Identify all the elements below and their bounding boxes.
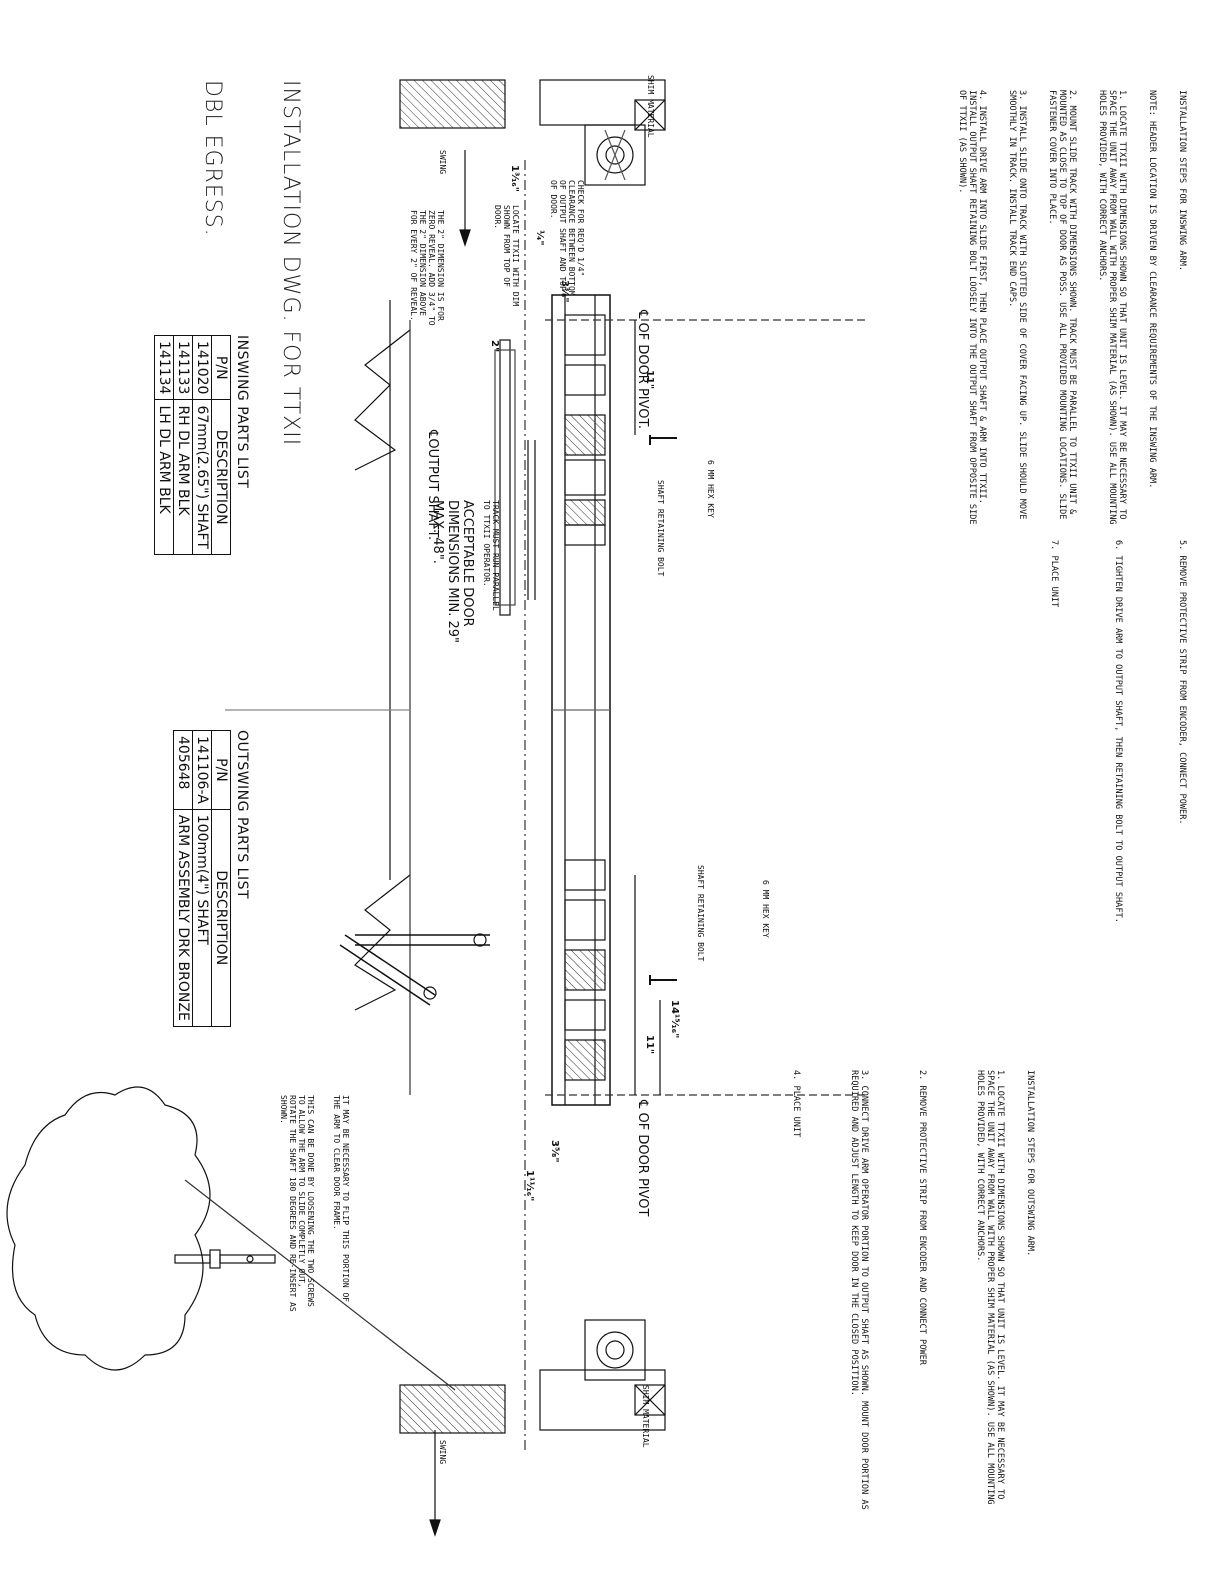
- part-number: 141106-A: [192, 730, 212, 810]
- inswing-notes: INSTALLATION STEPS FOR INSWING ARM. NOTE…: [937, 90, 1207, 530]
- inswing-heading: INSTALLATION STEPS FOR INSWING ARM.: [1177, 90, 1187, 272]
- inswing-note: NOTE: HEADER LOCATION IS DRIVEN BY CLEAR…: [1147, 90, 1157, 489]
- dim-11-a: 11": [644, 370, 655, 390]
- part-number: 405648: [173, 730, 193, 810]
- right-wall: [399, 1384, 506, 1434]
- table-row: 141020 67mm(2.65") SHAFT: [192, 335, 212, 555]
- outswing-heading: INSTALLATION STEPS FOR OUTSWING ARM.: [1025, 1070, 1035, 1257]
- inswing-parts-table: P/N DESCRIPTION 141020 67mm(2.65") SHAFT…: [154, 335, 231, 555]
- cl-door-pivot-right: ℄ OF DOOR PIVOT: [635, 1100, 650, 1217]
- flip-note-2: THIS CAN BE DONE BY LOOSENING THE TWO SC…: [279, 1095, 315, 1312]
- part-description: 100mm(4") SHAFT: [192, 809, 212, 1027]
- cloud-callout: [6, 1086, 211, 1371]
- title-line-1: INSTALLATION DWG. FOR TTXII: [278, 80, 303, 447]
- outswing-parts-list: OUTSWING PARTS LIST P/N DESCRIPTION 1411…: [173, 730, 250, 1027]
- table-header-row: P/N DESCRIPTION: [211, 335, 231, 555]
- inswing-step-1: 1. LOCATE TTXII WITH DIMENSIONS SHOWN SO…: [1097, 90, 1127, 530]
- swing-arrow-right: [429, 1430, 441, 1537]
- slide-track: [494, 339, 516, 616]
- outswing-step-2: 2. REMOVE PROTECTIVE STRIP FROM ENCODER …: [917, 1070, 927, 1365]
- acceptable-door-label: ACCEPTABLE DOOR DIMENSIONS MIN. 29" MAX.…: [430, 500, 475, 643]
- inswing-arm: [527, 440, 536, 600]
- locate-ttxii-label: LOCATE TTXII WITH DIM SHOWN FROM TOP OF …: [493, 205, 520, 307]
- dim-2: 2": [489, 340, 500, 353]
- outswing-step-1: 1. LOCATE TTXII WITH DIMENSIONS SHOWN SO…: [975, 1070, 1005, 1510]
- inswing-parts-title: INSWING PARTS LIST: [234, 335, 250, 489]
- header-pn: P/N: [211, 335, 231, 400]
- part-description: LH DL ARM BLK: [154, 399, 174, 555]
- swing-label-right: SWING: [438, 1440, 447, 1465]
- part-description: ARM ASSEMBLY DRK BRONZE: [173, 809, 193, 1027]
- hex-key-left: [649, 435, 677, 445]
- inswing-step-7: 7. PLACE UNIT: [1049, 540, 1059, 608]
- table-header-row: P/N DESCRIPTION: [211, 730, 231, 1027]
- table-row: 405648 ARM ASSEMBLY DRK BRONZE: [173, 730, 193, 1027]
- hex-key-label-left: 6 MM HEX KEY: [706, 460, 715, 518]
- outswing-parts-table: P/N DESCRIPTION 141106-A 100mm(4") SHAFT…: [173, 730, 231, 1027]
- part-number: 141134: [154, 335, 174, 400]
- swing-label-left: SWING: [438, 150, 447, 175]
- inswing-step-5: 5. REMOVE PROTECTIVE STRIP FROM ENCODER,…: [1177, 540, 1187, 825]
- inswing-step-2: 2. MOUNT SLIDE TRACK WITH DIMENSIONS SHO…: [1047, 90, 1077, 525]
- header-pn: P/N: [211, 730, 231, 810]
- outswing-step-3: 3. CONNECT DRIVE ARM OPERATOR PORTION TO…: [849, 1070, 869, 1515]
- left-motor-unit: [584, 124, 646, 186]
- shim-material-right: SHIM MATERIAL: [641, 1385, 650, 1448]
- arm-flip-sketch: [174, 1249, 276, 1269]
- dim-1-11-16: 1¹¹⁄₁₆": [524, 1170, 535, 1202]
- outswing-step-4: 4. PLACE UNIT: [791, 1070, 801, 1138]
- dim-3-3-8: 3³⁄₈": [559, 280, 570, 303]
- header-description: DESCRIPTION: [211, 399, 231, 555]
- swing-arrow-left: [459, 150, 471, 247]
- inswing-parts-list: INSWING PARTS LIST P/N DESCRIPTION 14102…: [154, 335, 250, 555]
- part-number: 141020: [192, 335, 212, 400]
- zero-reveal-label: THE 2" DIMENSION IS FOR ZERO REVEAL. ADD…: [409, 210, 445, 326]
- part-number: 141133: [173, 335, 193, 400]
- table-row: 141134 LH DL ARM BLK: [154, 335, 174, 555]
- dim-11-b: 11": [644, 1035, 655, 1055]
- left-wall: [399, 79, 506, 129]
- table-row: 141106-A 100mm(4") SHAFT: [192, 730, 212, 1027]
- shim-material-left: SHIM MATERIAL: [646, 75, 655, 138]
- dim-1-3-16: 1³⁄₁₆": [509, 165, 520, 192]
- inswing-notes-right: 5. REMOVE PROTECTIVE STRIP FROM ENCODER,…: [1029, 540, 1207, 1040]
- right-motor-unit: [584, 1319, 646, 1381]
- outswing-notes: INSTALLATION STEPS FOR OUTSWING ARM. 1. …: [771, 1070, 1055, 1510]
- hex-key-right: [649, 975, 677, 985]
- part-description: 67mm(2.65") SHAFT: [192, 399, 212, 555]
- outswing-parts-title: OUTSWING PARTS LIST: [234, 730, 250, 900]
- dim-14-15-16: 14¹⁵⁄₁₆": [669, 1000, 680, 1039]
- shaft-retaining-bolt-label-right: SHAFT RETAINING BOLT: [696, 865, 705, 962]
- dim-3-5-8: 3⁵⁄₈": [549, 1140, 560, 1163]
- shaft-retaining-bolt-label-left: SHAFT RETAINING BOLT: [656, 480, 665, 577]
- hex-key-label-right: 6 MM HEX KEY: [761, 880, 770, 938]
- inswing-step-3: 3. INSTALL SLIDE ONTO TRACK WITH SLOTTED…: [1007, 90, 1027, 525]
- inswing-step-4: 4. INSTALL DRIVE ARM INTO SLIDE FIRST, T…: [957, 90, 987, 530]
- track-parallel-label: TRACK MUST RUN PARALLEL TO TTXII OPERATO…: [482, 500, 500, 611]
- dim-1-4: ¹⁄₄": [534, 230, 545, 246]
- header-description: DESCRIPTION: [211, 809, 231, 1027]
- inswing-step-6: 6. TIGHTEN DRIVE ARM TO OUTPUT SHAFT, TH…: [1113, 540, 1123, 923]
- table-row: 141133 RH DL ARM BLK: [173, 335, 193, 555]
- door-panels: [225, 300, 411, 1095]
- part-description: RH DL ARM BLK: [173, 399, 193, 555]
- operator-body: [551, 294, 611, 1106]
- flip-note-1: IT MAY BE NECESSARY TO FLIP THIS PORTION…: [332, 1095, 350, 1303]
- outswing-arm: [339, 933, 490, 1006]
